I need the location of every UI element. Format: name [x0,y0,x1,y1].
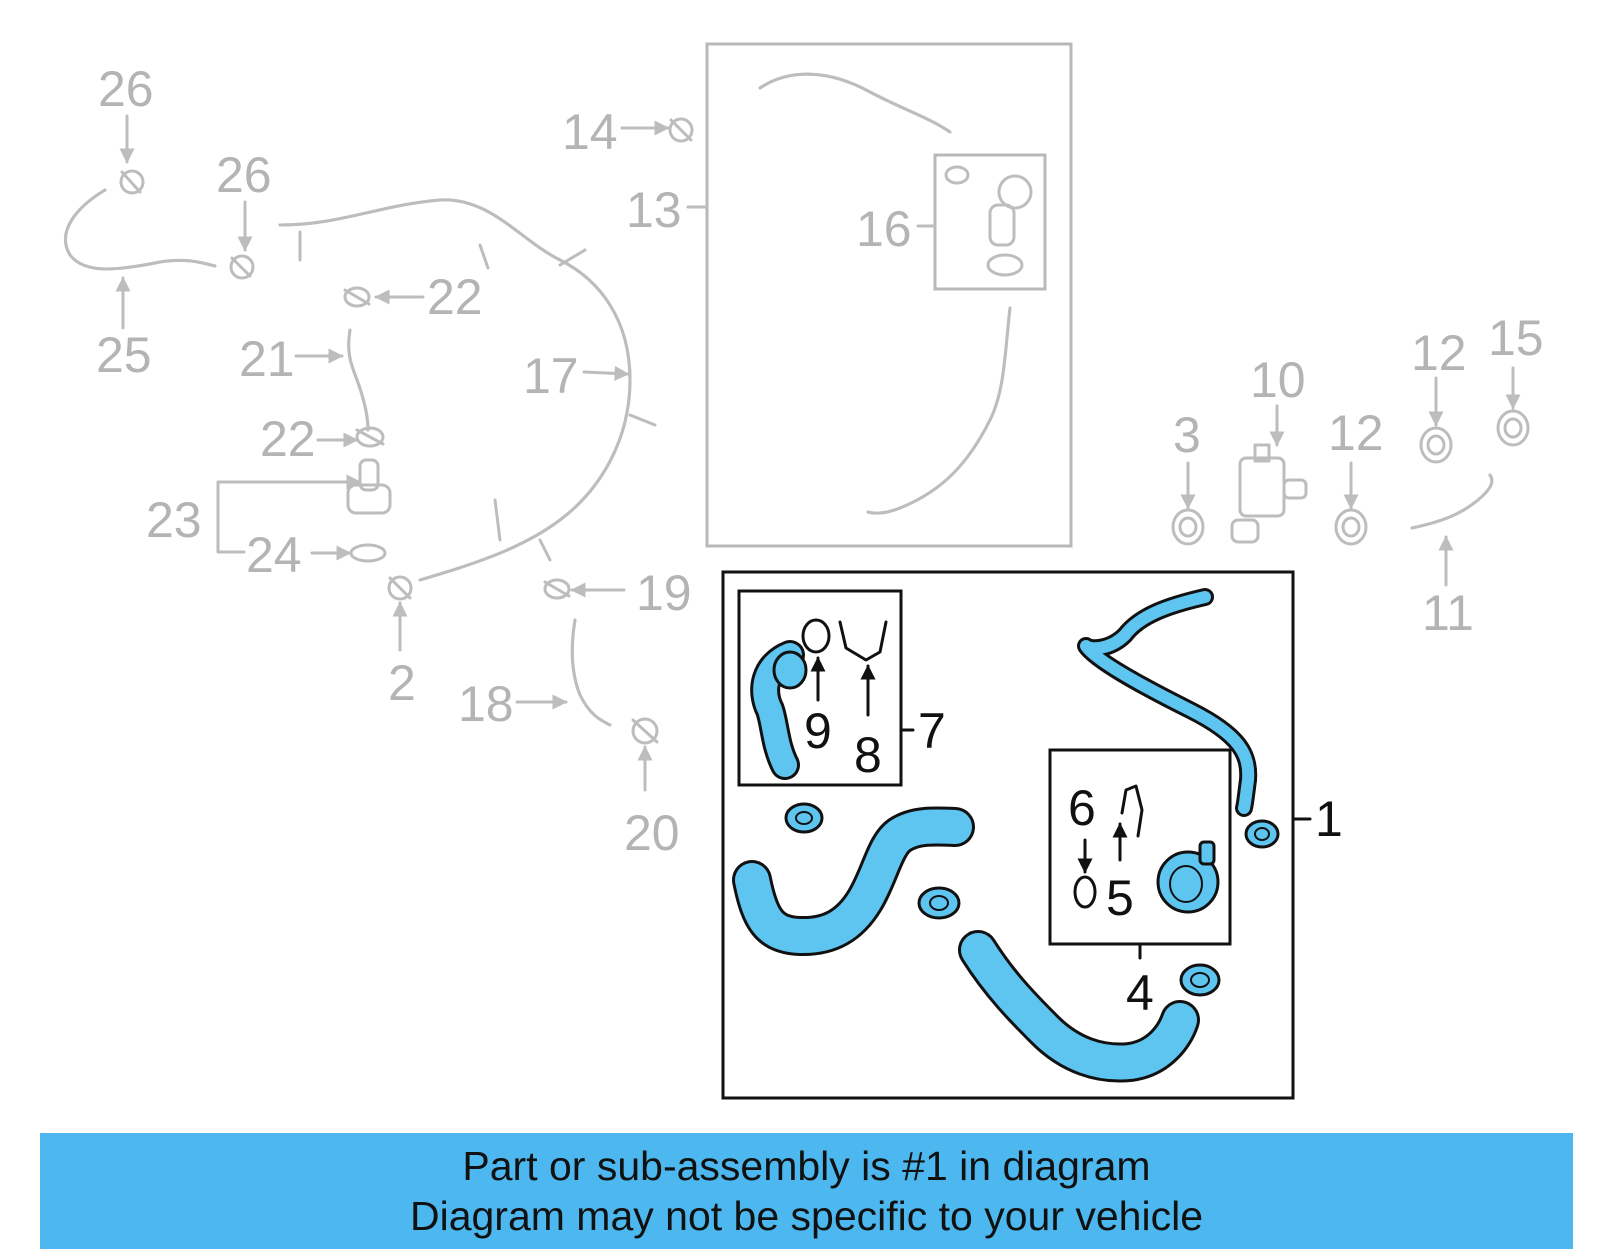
callout-22-lower: 22 [260,411,316,467]
callout-13: 13 [626,182,682,238]
callout-3: 3 [1173,407,1201,463]
clamp-22-lower [355,426,385,448]
callout-20: 20 [624,805,680,861]
clamp-26-lower [229,254,255,280]
callout-9: 9 [804,703,832,759]
o-ring-9 [801,618,831,654]
clamp-22-upper [343,286,371,308]
callout-4: 4 [1126,965,1154,1021]
black-leaders [810,656,1312,960]
clamp-assembly-c [1244,819,1280,849]
gasket-5 [1120,784,1144,838]
callout-5: 5 [1106,870,1134,926]
clamp-19 [543,578,571,600]
clamp-assembly-a [784,802,824,834]
callout-1: 1 [1315,791,1343,847]
callout-19: 19 [636,565,692,621]
callout-24: 24 [246,527,302,583]
clamp-assembly-d [1179,963,1221,997]
hose-13 [758,72,952,134]
callout-6: 6 [1068,780,1096,836]
callout-12-upper: 12 [1411,325,1467,381]
pipe-11 [1410,473,1494,530]
banner-line-2: Diagram may not be specific to your vehi… [409,1193,1203,1239]
callout-26-right: 26 [216,147,272,203]
callout-12-lower: 12 [1328,405,1384,461]
clamp-15 [1496,409,1530,447]
callout-11: 11 [1422,585,1474,641]
clamp-assembly-b [917,886,961,920]
parts-diagram: 26 26 25 22 21 22 23 24 2 17 19 18 20 14… [63,42,1544,1100]
callout-8: 8 [854,727,882,783]
clamp-12-upper [1419,426,1453,464]
clamp-20 [631,717,659,745]
callout-10: 10 [1250,352,1306,408]
fitting-7 [750,640,808,780]
callout-15: 15 [1488,310,1544,366]
callout-7: 7 [918,703,946,759]
box-assembly-1 [721,570,1295,1100]
o-ring-6 [1073,875,1097,909]
fitting-23 [346,458,392,515]
fitting-16 [944,165,1033,277]
hose-18 [570,618,612,727]
grey-leaders [115,114,1521,792]
callouts: 26 26 25 22 21 22 23 24 2 17 19 18 20 14… [96,61,1544,1021]
callout-25: 25 [96,327,152,383]
valve-10 [1230,443,1308,544]
box-13 [705,42,1073,548]
callout-22-upper: 22 [427,269,483,325]
clamp-12-lower [1334,508,1368,546]
box-7 [737,589,903,787]
callout-26-left: 26 [98,61,154,117]
fitting-4 [1156,840,1220,914]
clamp-14 [668,117,694,143]
info-banner: Part or sub-assembly is #1 in diagram Di… [40,1133,1573,1249]
callout-16: 16 [856,201,912,257]
gasket-8 [838,620,888,662]
callout-23: 23 [146,492,202,548]
callout-14: 14 [562,104,618,160]
callout-21: 21 [239,331,295,387]
clamp-26-upper [119,169,145,195]
o-ring-24 [349,543,387,563]
clamp-3 [1171,508,1205,546]
clamp-2 [387,575,413,601]
banner-line-1: Part or sub-assembly is #1 in diagram [462,1143,1151,1189]
callout-17: 17 [523,348,579,404]
callout-2: 2 [388,655,416,711]
callout-18: 18 [458,676,514,732]
box-16 [933,153,1047,291]
